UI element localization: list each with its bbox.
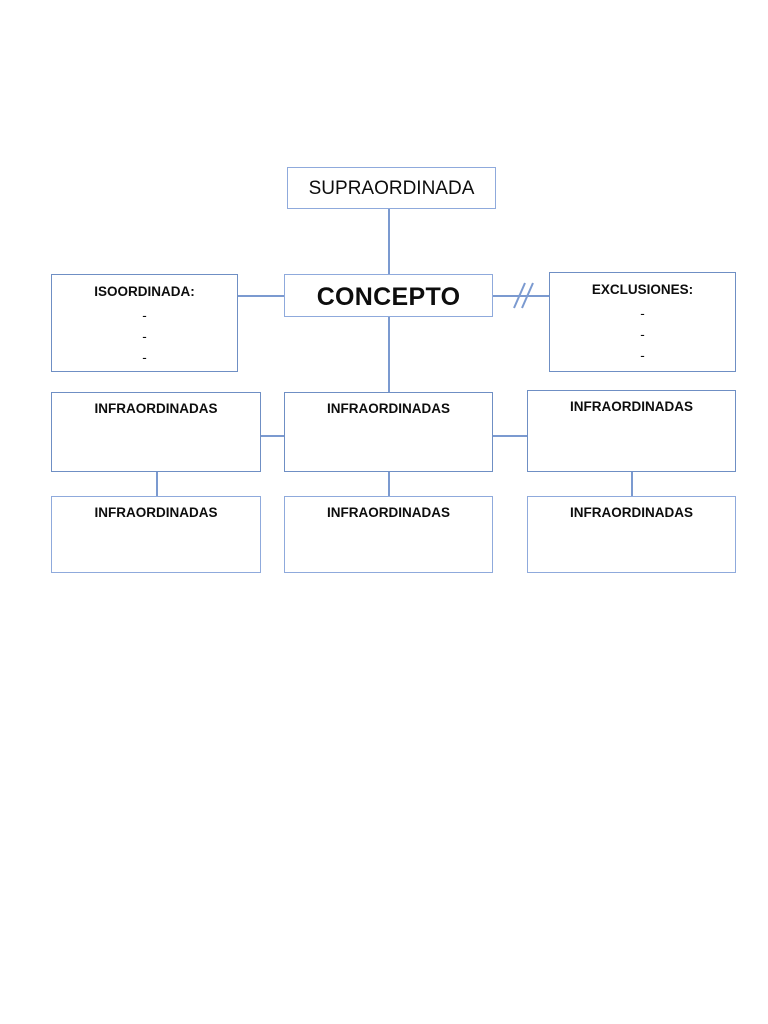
node-infraordinadas-mid-right-label: INFRAORDINADAS [570, 399, 693, 414]
node-exclusiones-label: EXCLUSIONES: [591, 282, 694, 297]
list-item: - [142, 329, 147, 344]
edge-supraordinada-concepto [388, 209, 390, 275]
list-item: - [142, 308, 147, 323]
edge-infra-mid-left-center [259, 435, 286, 437]
node-infraordinadas-bottom-left-label: INFRAORDINADAS [94, 505, 218, 520]
node-infraordinadas-mid-right[interactable]: INFRAORDINADAS [527, 390, 736, 472]
node-supraordinada[interactable]: SUPRAORDINADA [287, 167, 496, 209]
node-infraordinadas-mid-left-label: INFRAORDINADAS [94, 401, 218, 416]
node-isoordinada-label: ISOORDINADA: [94, 284, 195, 299]
node-infraordinadas-bottom-right-label: INFRAORDINADAS [570, 505, 693, 520]
exclusiones-item-list: - - - [550, 303, 735, 366]
node-exclusiones[interactable]: EXCLUSIONES: - - - [549, 272, 736, 372]
list-item: - [142, 350, 147, 365]
node-supraordinada-label: SUPRAORDINADA [308, 178, 475, 199]
node-infraordinadas-mid-left[interactable]: INFRAORDINADAS [51, 392, 261, 472]
edge-concepto-infra-mid-center [388, 317, 390, 393]
node-infraordinadas-mid-center[interactable]: INFRAORDINADAS [284, 392, 493, 472]
node-infraordinadas-bottom-left[interactable]: INFRAORDINADAS [51, 496, 261, 573]
isoordinada-item-list: - - - [52, 305, 237, 368]
node-infraordinadas-bottom-right[interactable]: INFRAORDINADAS [527, 496, 736, 573]
edge-infra-mid-left-bottom-left [156, 471, 158, 497]
edge-infra-mid-right-bottom-right [631, 471, 633, 497]
edge-infra-mid-center-bottom-center [388, 471, 390, 497]
list-item: - [640, 306, 645, 321]
node-infraordinadas-mid-center-label: INFRAORDINADAS [327, 401, 450, 416]
node-concepto[interactable]: CONCEPTO [284, 274, 493, 317]
node-concepto-label: CONCEPTO [316, 283, 461, 311]
node-isoordinada[interactable]: ISOORDINADA: - - - [51, 274, 238, 372]
list-item: - [640, 348, 645, 363]
list-item: - [640, 327, 645, 342]
node-infraordinadas-bottom-center-label: INFRAORDINADAS [327, 505, 450, 520]
node-infraordinadas-bottom-center[interactable]: INFRAORDINADAS [284, 496, 493, 573]
edge-concepto-exclusiones [493, 295, 550, 297]
edge-isoordinada-concepto [238, 295, 285, 297]
edge-infra-mid-center-right [492, 435, 529, 437]
